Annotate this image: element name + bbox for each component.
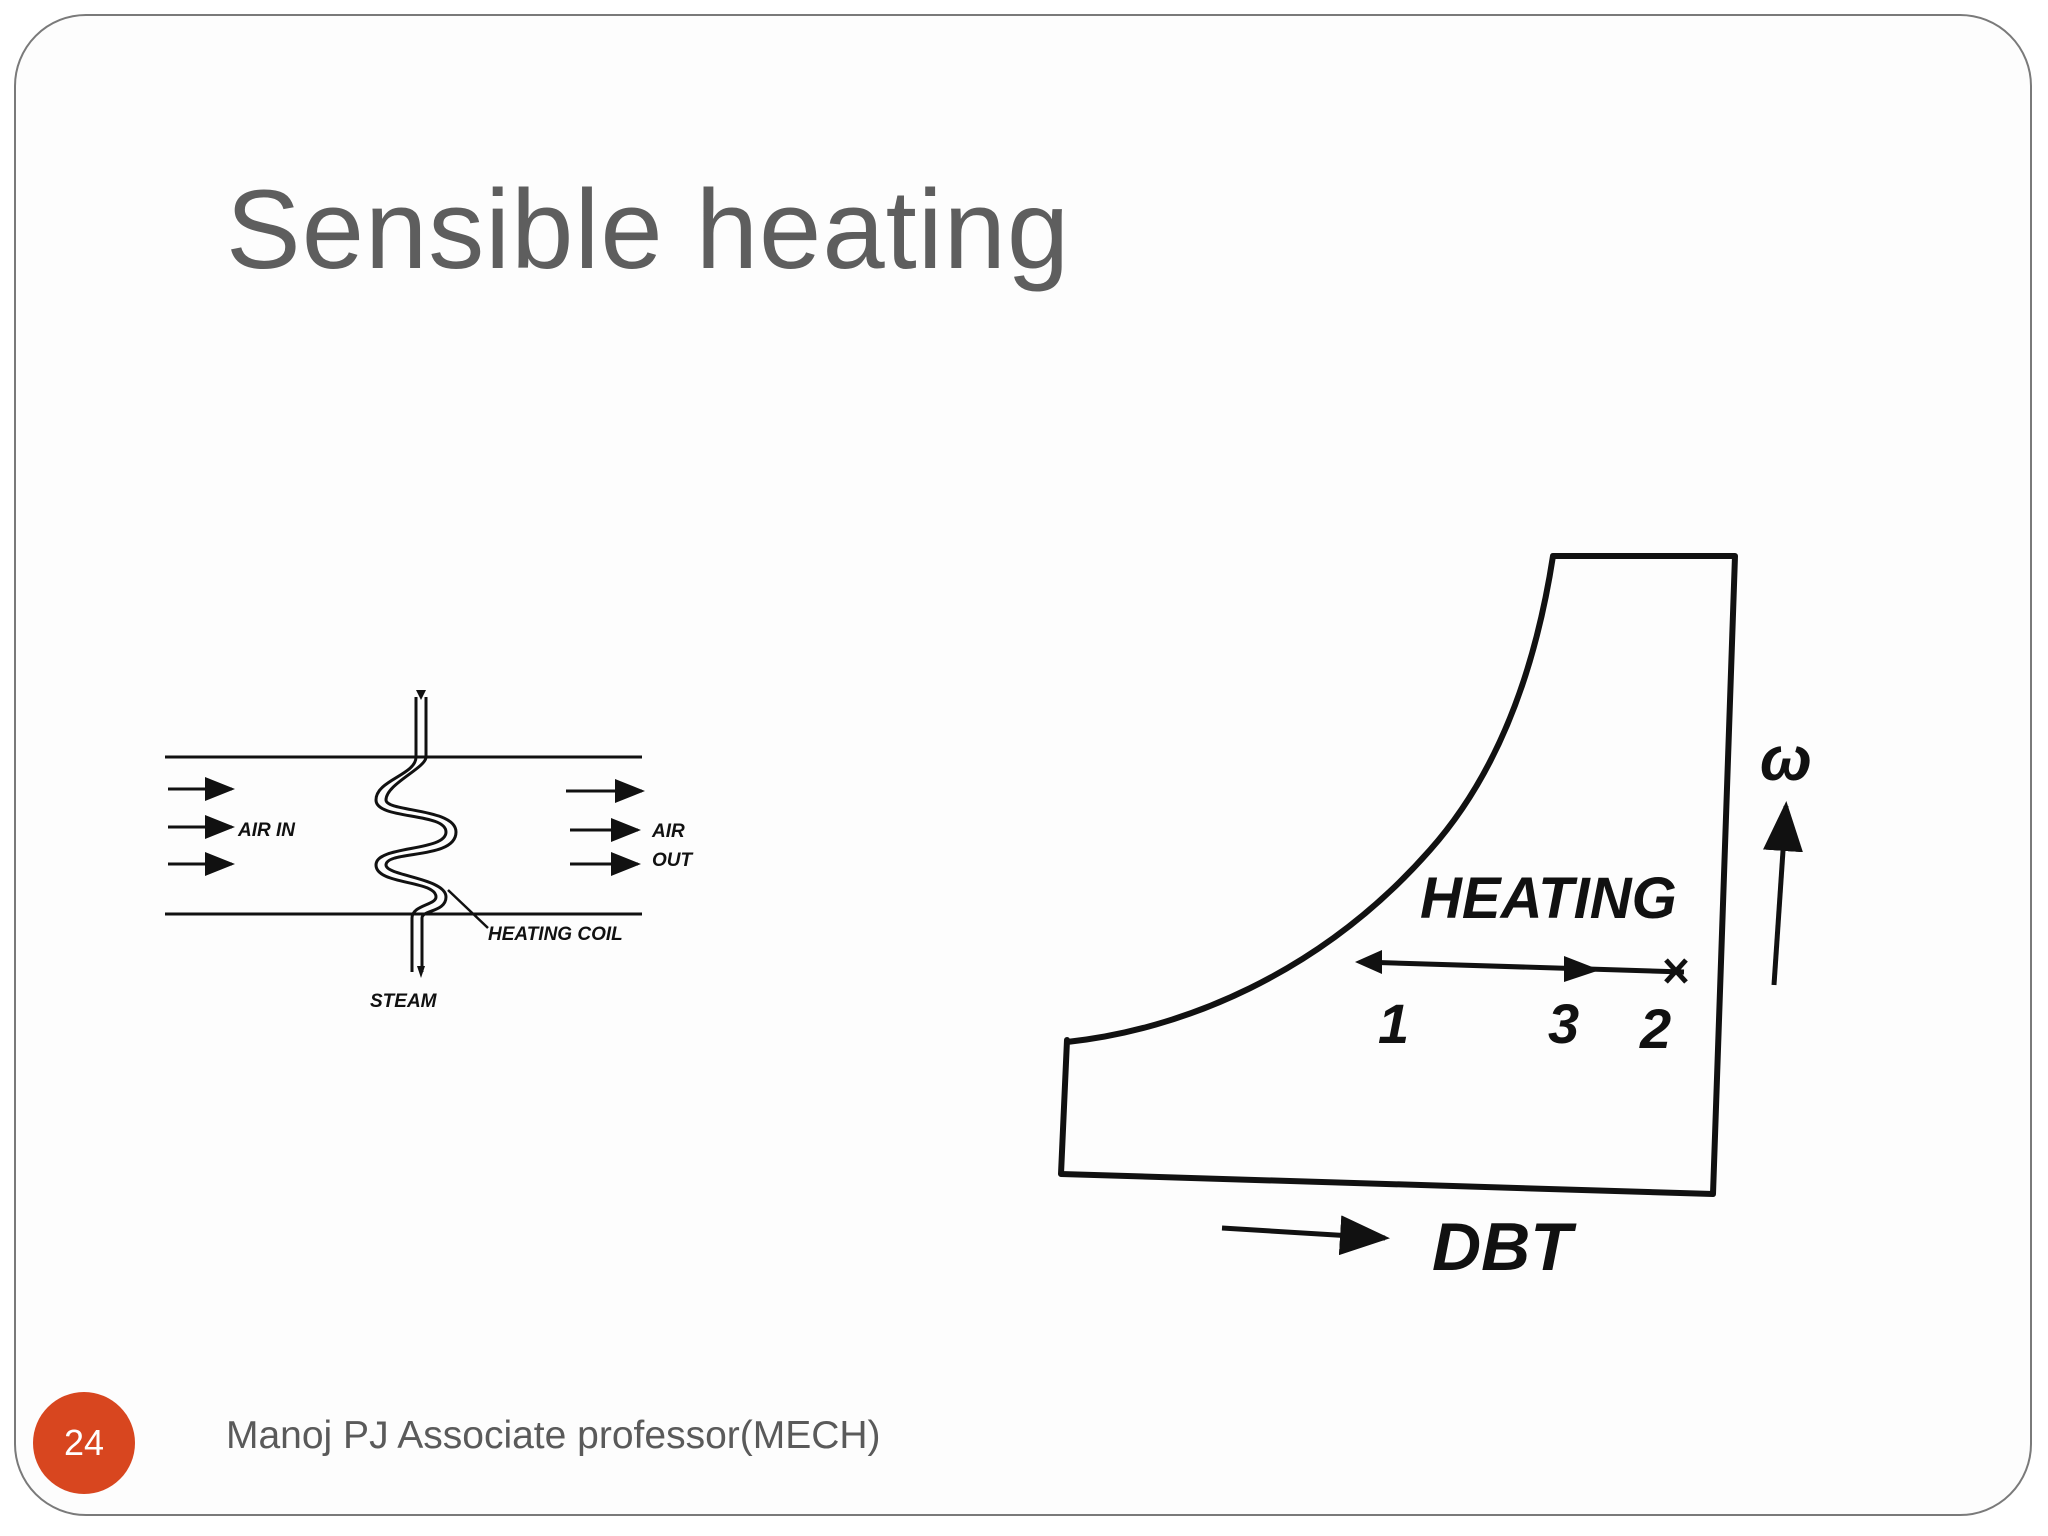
steam-label: STEAM	[370, 991, 438, 1012]
air-out-label: OUT	[652, 850, 694, 871]
air-out-label: AIR	[651, 821, 685, 842]
process-direction-arrowhead	[1564, 956, 1600, 982]
state-3-label: 3	[1548, 992, 1579, 1055]
state-1-label: 1	[1378, 992, 1409, 1055]
state-1-arrowhead	[1355, 950, 1382, 974]
steam-inlet-arrow	[417, 966, 425, 978]
slide-title: Sensible heating	[226, 167, 1071, 292]
slide-frame	[14, 14, 2032, 1516]
duct-diagram: AIR IN AIR OUT HEATING COIL STEAM	[165, 690, 694, 1012]
chart-outline	[1058, 553, 1738, 1197]
heating-coil	[374, 697, 448, 972]
air-in-label: AIR IN	[237, 820, 296, 841]
footer-author: Manoj PJ Associate professor(MECH)	[226, 1414, 881, 1457]
psychrometric-chart: HEATING 1 3 2 DBT ω	[1058, 553, 1812, 1285]
heating-coil-label: HEATING COIL	[488, 924, 623, 945]
steam-outlet-arrow	[416, 690, 426, 700]
heating-coil-leader	[447, 889, 489, 929]
dbt-axis-label: DBT	[1432, 1209, 1577, 1285]
heating-coil	[384, 697, 458, 972]
humidity-axis-arrow	[1763, 801, 1803, 986]
state-2-cross	[1664, 958, 1688, 984]
process-line	[1361, 959, 1685, 975]
state-2-label: 2	[1639, 997, 1671, 1060]
dbt-axis-arrow	[1221, 1215, 1390, 1256]
process-label: HEATING	[1420, 866, 1677, 931]
page-number-badge: 24	[33, 1392, 135, 1494]
humidity-axis-label: ω	[1760, 725, 1812, 794]
